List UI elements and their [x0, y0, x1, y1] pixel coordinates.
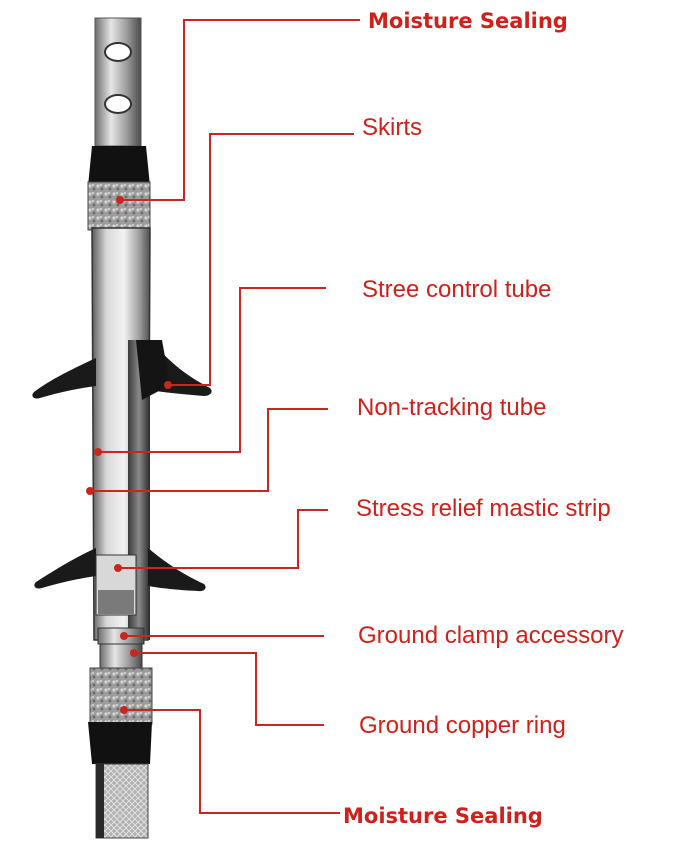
- cable-jacket: [95, 763, 149, 839]
- label-stress-control-tube: Stree control tube: [362, 276, 552, 303]
- label-skirts: Skirts: [362, 114, 422, 141]
- leader-lines: [86, 19, 360, 814]
- bottom-seal-cap: [88, 722, 152, 764]
- bottom-moisture-seal-zone: [89, 667, 153, 725]
- top-moisture-seal-zone: [87, 181, 151, 231]
- terminal-lug: [94, 17, 142, 147]
- label-non-tracking-tube: Non-tracking tube: [357, 394, 547, 421]
- lower-skirt: [34, 548, 96, 589]
- label-ground-clamp-accessory: Ground clamp accessory: [358, 622, 624, 649]
- upper-skirt: [32, 358, 96, 399]
- lower-skirt-right: [148, 548, 206, 592]
- label-moisture-sealing-top: Moisture Sealing: [368, 9, 568, 33]
- skirt-cup: [136, 340, 170, 400]
- top-seal-cap: [88, 146, 150, 186]
- label-moisture-sealing-bottom: Moisture Sealing: [343, 804, 543, 828]
- mastic-block: [98, 590, 134, 614]
- label-stress-relief-mastic: Stress relief mastic strip: [356, 495, 611, 522]
- cable-sheath: [96, 764, 104, 838]
- label-ground-copper-ring: Ground copper ring: [359, 712, 566, 739]
